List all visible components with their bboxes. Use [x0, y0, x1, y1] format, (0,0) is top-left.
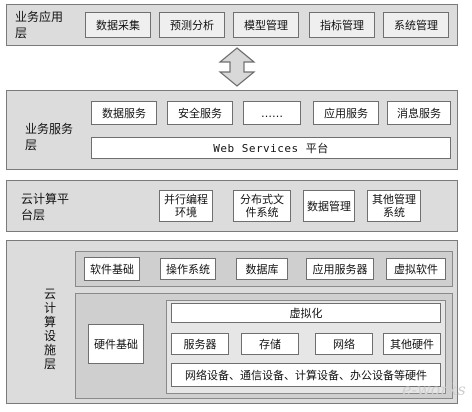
platform-item-parallel-programming: 并行编程环境: [159, 190, 213, 222]
hardware-network-devices: 网络设备、通信设备、计算设备、办公设备等硬件: [171, 363, 441, 387]
app-item-data-collection: 数据采集: [85, 12, 151, 38]
service-item-application: 应用服务: [313, 101, 379, 125]
virtualization-box: 虚拟化: [171, 303, 441, 323]
hardware-foundation-label: 硬件基础: [88, 324, 144, 364]
hardware-item-other: 其他硬件: [383, 333, 441, 355]
cloud-platform-layer-label: 云计算平台层: [21, 192, 70, 222]
service-item-security: 安全服务: [167, 101, 233, 125]
app-item-indicator-mgmt: 指标管理: [309, 12, 375, 38]
software-item-app-server: 应用服务器: [306, 258, 374, 280]
hardware-item-network: 网络: [315, 333, 373, 355]
platform-item-other-mgmt: 其他管理系统: [367, 190, 421, 222]
service-layer: 业务服务层 数据服务 安全服务 …… 应用服务 消息服务 Web Service…: [6, 90, 458, 170]
software-foundation-panel: 软件基础 操作系统 数据库 应用服务器 虚拟软件: [75, 251, 453, 287]
watermark-logo: e-works: [402, 380, 466, 399]
platform-item-data-mgmt: 数据管理: [303, 190, 355, 222]
infra-layer: 云计算设施层 软件基础 操作系统 数据库 应用服务器 虚拟软件 硬件基础 虚拟化…: [6, 240, 458, 404]
software-item-database: 数据库: [236, 258, 288, 280]
infra-layer-label: 云计算设施层: [43, 287, 56, 371]
hardware-foundation-panel: 硬件基础 虚拟化 服务器 存储 网络 其他硬件 网络设备、通信设备、计算设备、办…: [75, 293, 453, 399]
app-layer: 业务应用层 数据采集 预测分析 模型管理 指标管理 系统管理: [6, 4, 458, 46]
platform-item-distributed-fs: 分布式文件系统: [233, 190, 291, 222]
bidirectional-arrow-icon: [218, 47, 256, 87]
hardware-item-server: 服务器: [171, 333, 229, 355]
service-item-message: 消息服务: [387, 101, 451, 125]
app-layer-label: 业务应用层: [15, 10, 64, 40]
app-item-prediction: 预测分析: [159, 12, 225, 38]
service-item-data: 数据服务: [91, 101, 157, 125]
service-layer-label: 业务服务层: [25, 122, 74, 152]
software-item-virtual: 虚拟软件: [386, 258, 446, 280]
software-foundation-label: 软件基础: [84, 257, 140, 281]
software-item-os: 操作系统: [160, 258, 216, 280]
service-item-ellipsis: ……: [243, 101, 301, 125]
app-item-model-mgmt: 模型管理: [233, 12, 299, 38]
hardware-inner-panel: 虚拟化 服务器 存储 网络 其他硬件 网络设备、通信设备、计算设备、办公设备等硬…: [166, 300, 446, 394]
app-item-system-mgmt: 系统管理: [383, 12, 449, 38]
hardware-item-storage: 存储: [241, 333, 299, 355]
cloud-platform-layer: 云计算平台层 并行编程环境 分布式文件系统 数据管理 其他管理系统: [6, 180, 458, 232]
web-services-platform: Web Services 平台: [91, 137, 451, 159]
